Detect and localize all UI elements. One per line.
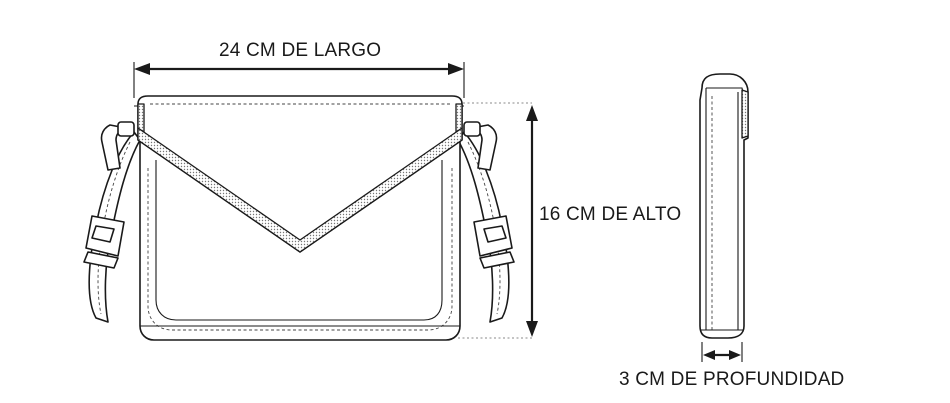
depth-dimension-line bbox=[701, 342, 743, 362]
left-strap bbox=[83, 121, 141, 323]
bag-side-view bbox=[699, 73, 749, 339]
height-label: 16 CM DE ALTO bbox=[539, 204, 682, 225]
right-strap bbox=[457, 121, 515, 323]
height-dimension-line bbox=[458, 102, 538, 339]
depth-label: 3 CM DE PROFUNDIDAD bbox=[619, 369, 845, 390]
width-label: 24 CM DE LARGO bbox=[219, 40, 382, 61]
width-dimension-line bbox=[133, 62, 465, 98]
envelope-flap bbox=[137, 95, 463, 253]
